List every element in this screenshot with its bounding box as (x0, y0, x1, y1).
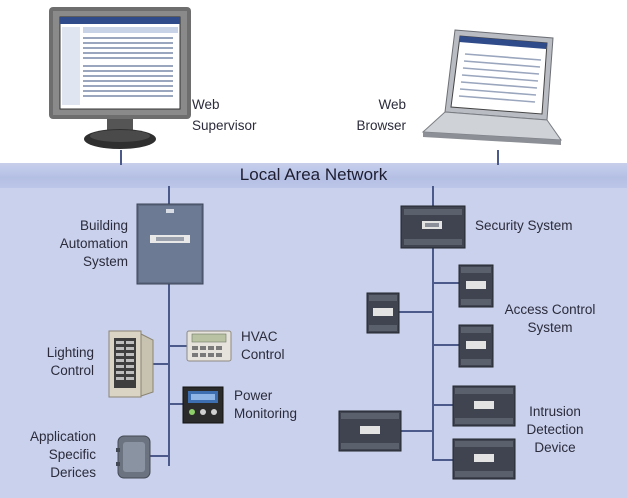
wire-supervisor (120, 150, 122, 165)
app-label-1: Application (29, 429, 96, 444)
security-controller-icon (400, 205, 466, 249)
hvac-controller-icon (186, 330, 232, 362)
wire-access-left (398, 311, 434, 313)
lighting-label-2: Control (50, 363, 94, 378)
access-controller-bottom-icon (458, 324, 494, 368)
intrusion-label-3: Device (534, 440, 576, 455)
wire-left-trunk (168, 186, 170, 466)
network-panel (0, 163, 627, 498)
bas-label-3: System (82, 254, 128, 269)
hvac-label-2: Control (241, 347, 285, 362)
access-label-1: Access Control (504, 302, 596, 317)
power-label-2: Monitoring (234, 406, 298, 421)
wire-app (146, 455, 170, 457)
wire-intrusion-top (432, 404, 454, 406)
power-meter-icon (182, 386, 224, 424)
wire-power (168, 403, 184, 405)
hvac-label-1: HVAC (241, 329, 278, 344)
application-device-icon (116, 434, 152, 480)
wire-lighting (150, 363, 170, 365)
browser-label-2: Browser (356, 118, 406, 133)
bas-cabinet-icon (136, 203, 204, 285)
security-label: Security System (475, 218, 573, 233)
wire-access-bottom (432, 344, 460, 346)
intrusion-controller-bottom-icon (452, 438, 516, 480)
access-controller-top-icon (458, 264, 494, 308)
intrusion-label-2: Detection (526, 422, 584, 437)
intrusion-controller-left-icon (338, 410, 402, 452)
bas-label-1: Building (79, 218, 128, 233)
lighting-panel-icon (108, 330, 154, 398)
power-label-1: Power (234, 388, 273, 403)
intrusion-controller-top-icon (452, 385, 516, 427)
supervisor-label-2: Supervisor (192, 118, 257, 133)
app-label-2: Specific (48, 447, 96, 462)
access-controller-left-icon (366, 292, 400, 334)
wire-intrusion-bottom (432, 459, 454, 461)
laptop-icon (415, 28, 565, 153)
wire-access-top (432, 282, 460, 284)
monitor-icon (45, 5, 195, 155)
browser-label-1: Web (378, 97, 406, 112)
lighting-label-1: Lighting (46, 345, 94, 360)
app-label-3: Derices (50, 465, 96, 480)
wire-browser (497, 150, 499, 165)
bas-label-2: Automation (59, 236, 128, 251)
supervisor-label-1: Web (192, 97, 220, 112)
wire-right-trunk (432, 186, 434, 461)
access-label-2: System (527, 320, 573, 335)
lan-band (0, 163, 627, 188)
wire-intrusion-left (398, 430, 434, 432)
lan-title: Local Area Network (239, 165, 388, 184)
intrusion-label-1: Intrusion (529, 404, 581, 419)
wire-hvac (168, 345, 188, 347)
